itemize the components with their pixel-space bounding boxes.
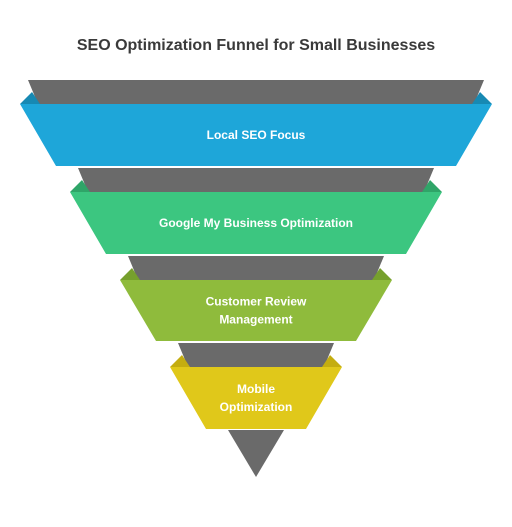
shadow-band-4 <box>178 343 334 367</box>
layer-fold-right-1 <box>472 92 492 104</box>
layer-label-3: Management <box>219 313 292 327</box>
layer-fold-left-1 <box>20 92 40 104</box>
funnel-shadow-bands <box>28 80 484 477</box>
funnel-layer-3 <box>120 280 392 341</box>
shadow-band-1 <box>28 80 484 104</box>
shadow-band-2 <box>78 168 434 192</box>
layer-fold-left-2 <box>70 180 90 192</box>
layer-fold-left-4 <box>170 355 190 367</box>
layer-label-4: Optimization <box>220 400 293 414</box>
layer-fold-left-3 <box>120 268 140 280</box>
funnel-layer-4 <box>170 367 342 429</box>
layer-fold-right-3 <box>372 268 392 280</box>
layer-fold-right-4 <box>322 355 342 367</box>
layer-fold-right-2 <box>422 180 442 192</box>
funnel-layer-2 <box>70 192 442 254</box>
layer-label-3: Customer Review <box>206 295 307 309</box>
diagram-title: SEO Optimization Funnel for Small Busine… <box>76 37 436 54</box>
layer-label-2: Google My Business Optimization <box>159 216 353 230</box>
funnel-folds <box>20 92 492 367</box>
layer-label-1: Local SEO Focus <box>207 128 306 142</box>
layer-label-4: Mobile <box>237 382 275 396</box>
funnel-tip <box>228 430 284 477</box>
funnel-layer-1 <box>20 104 492 166</box>
shadow-band-3 <box>128 256 384 280</box>
